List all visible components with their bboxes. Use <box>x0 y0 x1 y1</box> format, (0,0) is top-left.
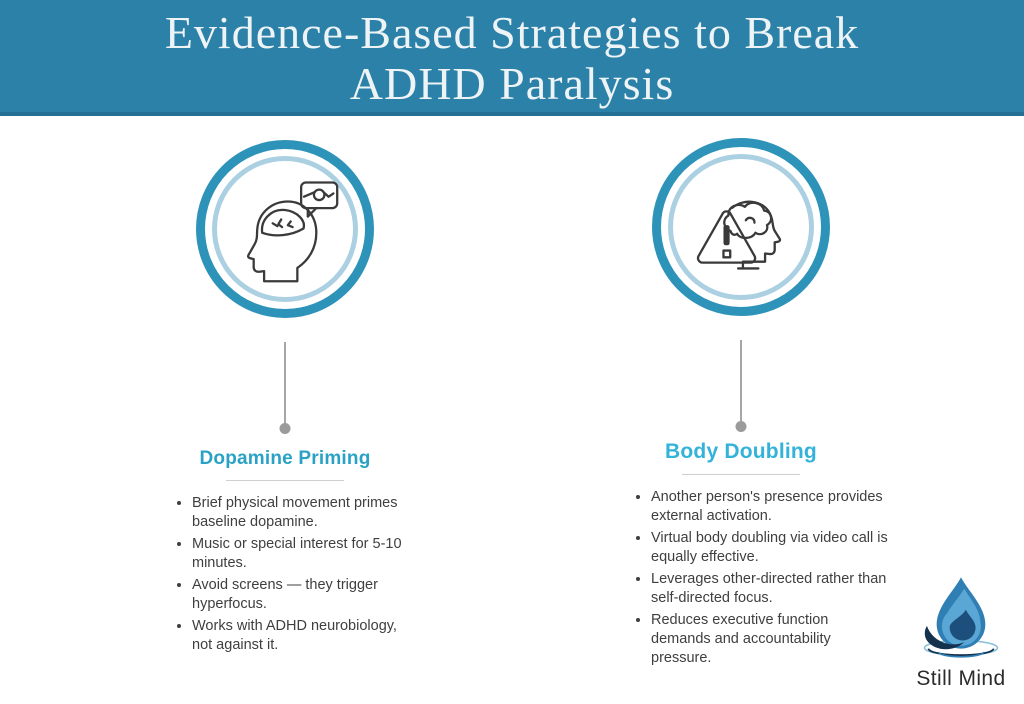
bullet-item: Another person's presence provides exter… <box>651 488 889 526</box>
bullet-item: Leverages other-directed rather than sel… <box>651 570 889 608</box>
strategy-title: Body Doubling <box>665 440 817 463</box>
page-title-line2: ADHD Paralysis <box>349 57 675 109</box>
connector-line <box>735 340 747 432</box>
header-banner: Evidence-Based Strategies to Break ADHD … <box>0 0 1024 116</box>
page-title-line1: Evidence-Based Strategies to Break <box>164 7 860 58</box>
bullet-item: Music or special interest for 5-10 minut… <box>192 535 408 573</box>
strategy-bullet-list: Brief physical movement primes baseline … <box>176 494 408 655</box>
head-brain-speech-bubble-icon <box>246 181 339 283</box>
bullet-item: Virtual body doubling via video call is … <box>651 529 889 567</box>
strategy-title: Dopamine Priming <box>199 448 371 469</box>
strategy-icon-inner-ring <box>668 154 814 300</box>
bullet-item: Reduces executive function demands and a… <box>651 611 889 668</box>
strategy-card-dopamine-priming: Dopamine Priming Brief physical movement… <box>135 140 435 658</box>
connector-dot <box>735 421 747 432</box>
bullet-item: Brief physical movement primes baseline … <box>192 494 408 532</box>
page-title: Evidence-Based Strategies to Break ADHD … <box>0 0 1024 109</box>
heading-divider <box>682 474 800 475</box>
connector-dot <box>279 423 291 434</box>
strategy-icon-circle <box>196 140 374 318</box>
strategy-icon-circle <box>652 138 830 316</box>
head-brain-warning-triangle-icon <box>696 200 782 270</box>
bullet-item: Works with ADHD neurobiology, not agains… <box>192 617 408 655</box>
strategy-bullet-list: Another person's presence provides exter… <box>635 488 889 668</box>
connector-line <box>279 342 291 434</box>
strategy-card-body-doubling: Body Doubling Another person's presence … <box>591 138 891 671</box>
logo-wordmark: Still Mind <box>916 667 1006 690</box>
bullet-item: Avoid screens — they trigger hyperfocus. <box>192 576 408 614</box>
water-drop-logo-icon <box>923 577 999 658</box>
heading-divider <box>226 480 344 481</box>
still-mind-logo: Still Mind <box>895 574 1024 691</box>
strategy-icon-inner-ring <box>212 156 358 302</box>
